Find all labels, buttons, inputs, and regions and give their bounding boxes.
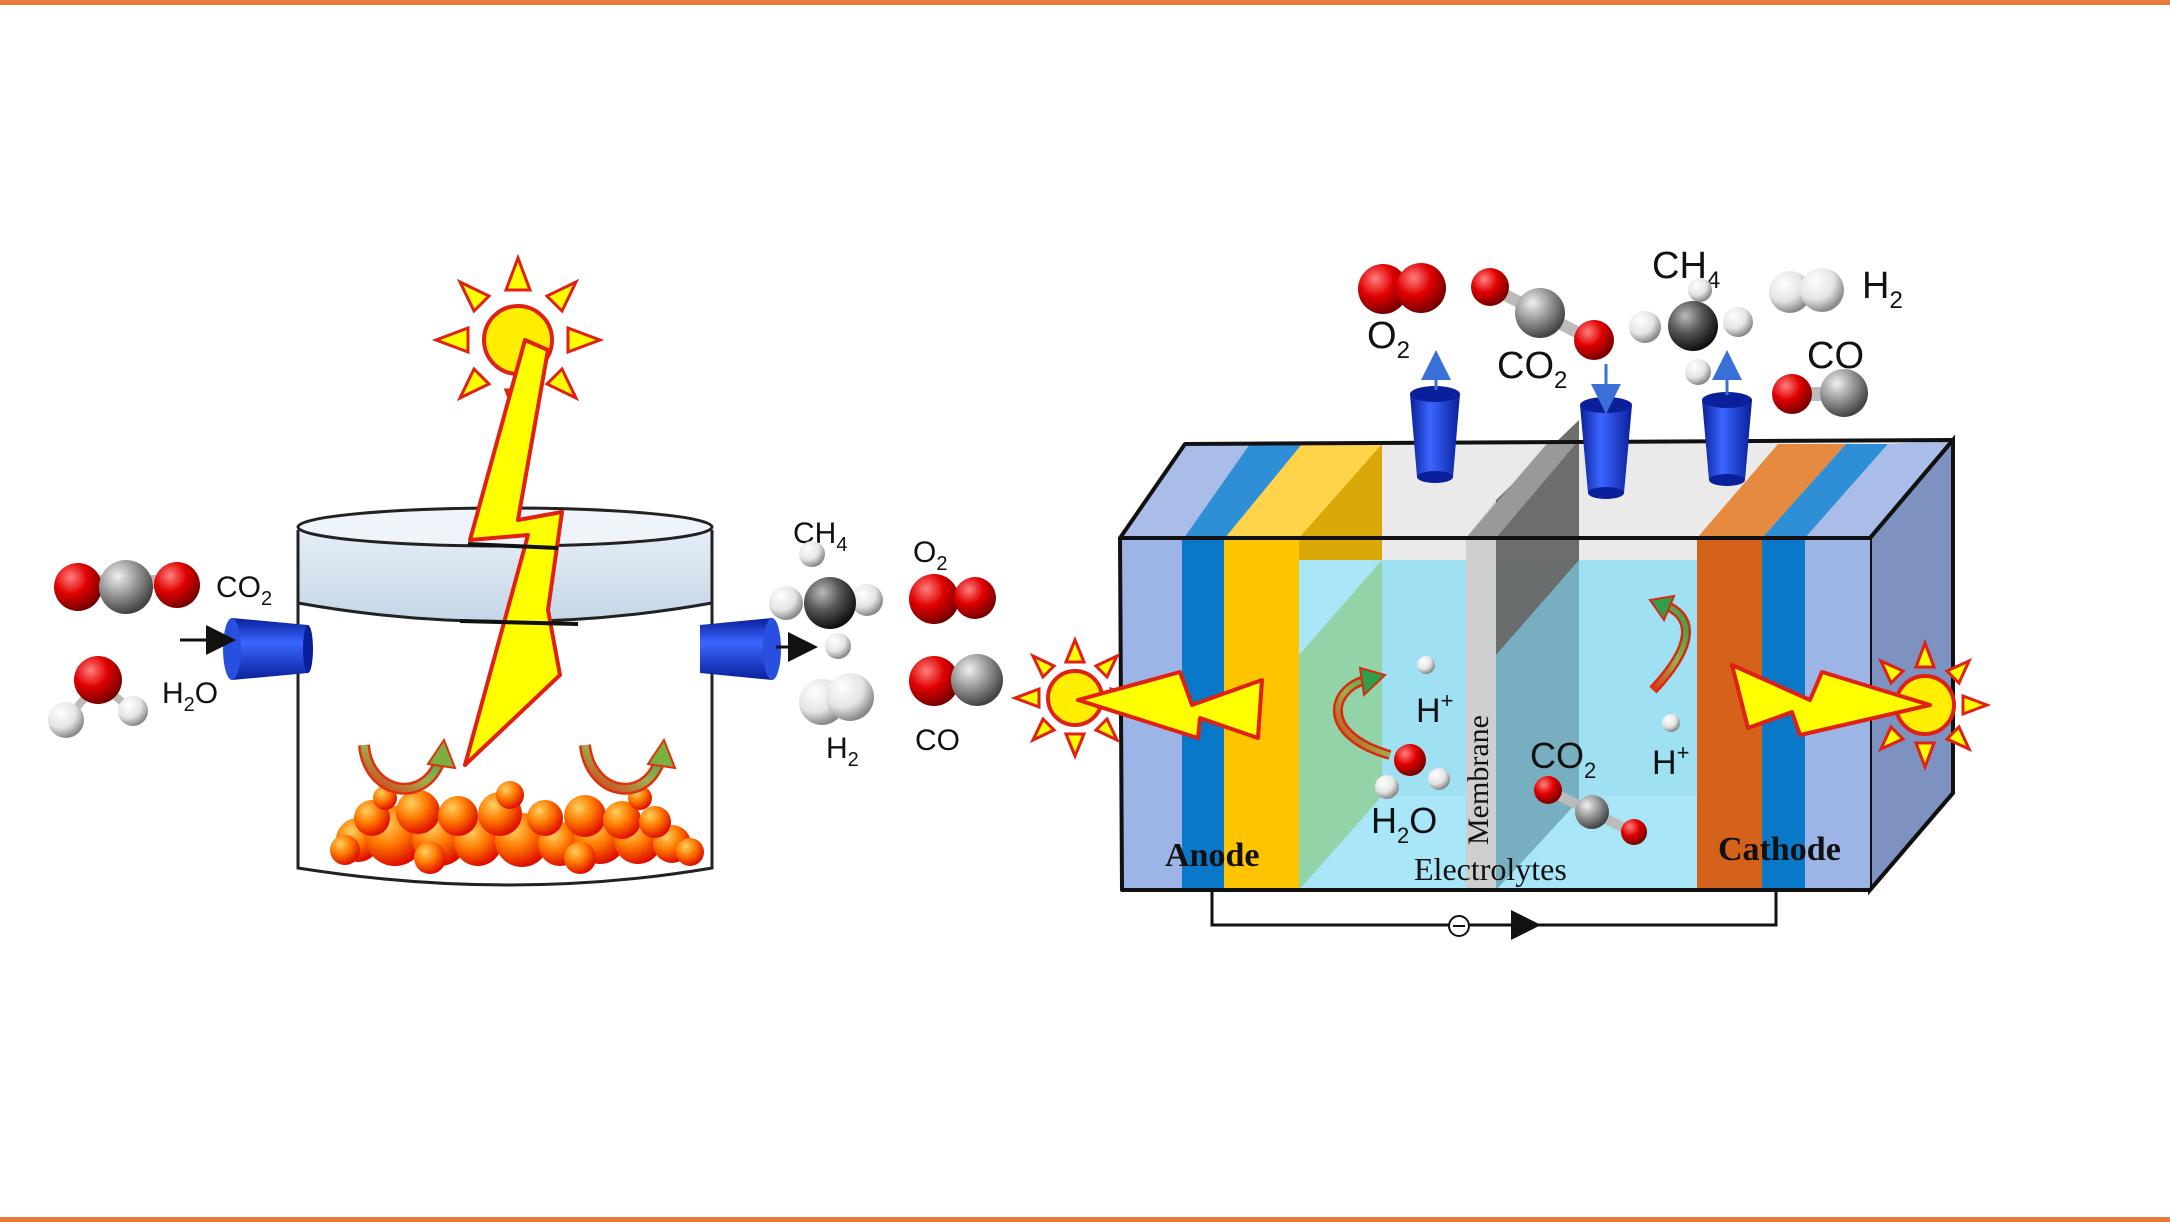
co-molecule-icon — [909, 654, 1003, 706]
proton-label: H+ — [1652, 740, 1689, 782]
membrane-label: Membrane — [1462, 715, 1495, 845]
proton-label: H+ — [1416, 688, 1453, 730]
reaction-flow-arrow — [1332, 666, 1392, 760]
co2-input-label: CO2 — [216, 571, 272, 610]
electrolytes-label: Electrolytes — [1414, 851, 1567, 887]
o2-molecule-icon — [909, 574, 996, 624]
h2o-inner-label: H2O — [1371, 800, 1437, 848]
top-accent-rule — [0, 0, 2170, 5]
proton-icon — [1662, 714, 1680, 732]
ch4-molecule-icon — [769, 541, 883, 659]
catalyst-particles — [330, 781, 704, 874]
co2-product-label: CO2 — [1497, 345, 1567, 394]
h2-output-label: H2 — [826, 732, 859, 771]
co-product-label: CO — [1807, 335, 1864, 377]
h2-product-label: H2 — [1862, 265, 1903, 314]
membrane — [1466, 500, 1496, 890]
o2-molecule-icon — [1358, 263, 1446, 314]
lightning-bolt-icon — [1076, 670, 1264, 740]
reaction-flow-arrow — [579, 737, 677, 795]
o2-product-label: O2 — [1367, 315, 1410, 364]
reaction-flow-arrow — [1648, 594, 1691, 694]
co2-molecule-icon — [1471, 268, 1614, 360]
h2-molecule-icon — [799, 673, 874, 725]
lightning-bolt-icon — [1730, 663, 1932, 737]
h2-molecule-icon — [1769, 268, 1844, 313]
co-molecule-icon — [1772, 369, 1868, 417]
photoelectrochemical-cell: Anode Cathode Electrolytes Membrane H+ H… — [1010, 245, 1992, 940]
external-circuit — [1210, 890, 1778, 940]
co2-inner-label: CO2 — [1530, 735, 1596, 783]
cathode-label: Cathode — [1718, 831, 1841, 868]
inlet-port-icon — [223, 618, 313, 680]
h2o-molecule-icon — [48, 656, 148, 738]
lightning-bolt-icon — [463, 338, 564, 767]
outlet-port-icon — [700, 618, 781, 680]
ch4-molecule-icon — [1629, 278, 1753, 385]
proton-icon — [1417, 656, 1435, 674]
co2-molecule-icon — [1534, 776, 1647, 845]
reaction-flow-arrow — [358, 737, 457, 795]
co-output-label: CO — [915, 724, 960, 757]
bottom-accent-rule — [0, 1217, 2170, 1222]
o2-outlet-port-icon — [1410, 386, 1460, 483]
co2-molecule-icon — [54, 560, 200, 614]
o2-output-label: O2 — [913, 536, 947, 575]
photoreactor: CO2 H2O CH4 H2 O2 — [48, 253, 1003, 887]
anode-label: Anode — [1165, 837, 1259, 874]
h2o-input-label: H2O — [162, 677, 218, 716]
h2o-molecule-icon — [1375, 744, 1450, 799]
products-outlet-port-icon — [1702, 392, 1752, 486]
co2-inlet-port-icon — [1580, 397, 1632, 499]
